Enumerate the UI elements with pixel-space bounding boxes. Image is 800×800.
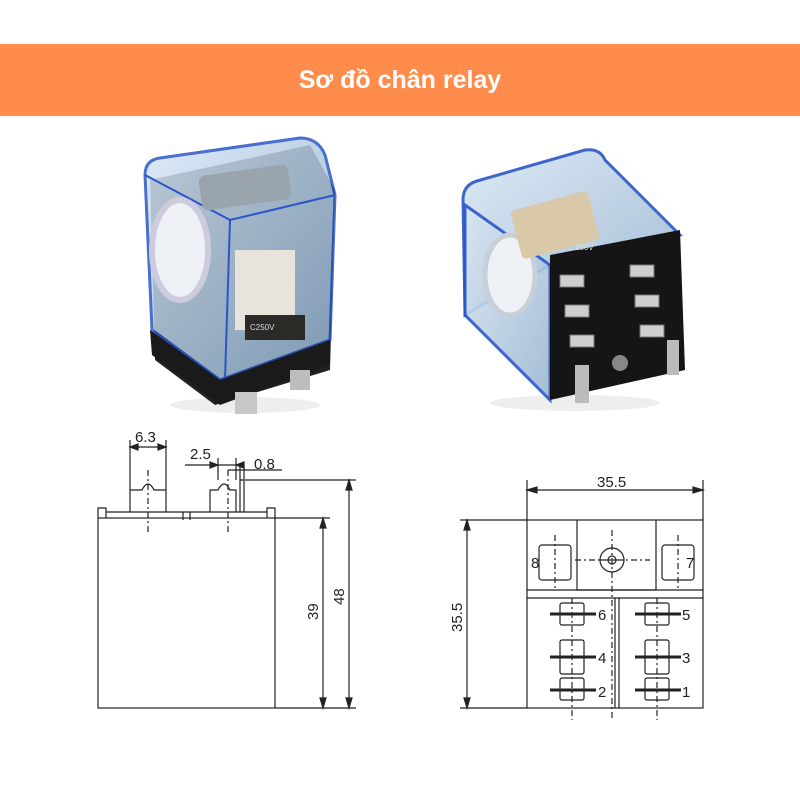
dim-width: 35.5 bbox=[597, 474, 626, 491]
relay-photo-back: 250V bbox=[461, 148, 685, 411]
dim-terminal-thickness: 0.8 bbox=[254, 456, 275, 473]
dim-terminal-width: 6.3 bbox=[135, 429, 156, 446]
pin-label: 1 bbox=[682, 684, 690, 701]
page-title: Sơ đồ chân relay bbox=[298, 65, 502, 94]
dim-body-height: 39 bbox=[305, 603, 322, 620]
pin-label: 4 bbox=[598, 650, 606, 667]
side-view-body bbox=[97, 517, 276, 709]
pin-label: 2 bbox=[598, 684, 606, 701]
dim-total-height: 48 bbox=[331, 588, 348, 605]
pin-label: 5 bbox=[682, 607, 690, 624]
pin-label: 3 bbox=[682, 650, 690, 667]
relay-photo-front: C250V bbox=[143, 136, 337, 414]
dim-height: 35.5 bbox=[449, 603, 466, 632]
pin-label: 7 bbox=[686, 555, 694, 572]
pin-label: 6 bbox=[598, 607, 606, 624]
header-banner: Sơ đồ chân relay bbox=[0, 44, 800, 116]
relay-back-label: 250V bbox=[575, 243, 594, 252]
pin-label: 8 bbox=[531, 555, 539, 572]
dim-terminal-pitch: 2.5 bbox=[190, 446, 211, 463]
relay-front-label: C250V bbox=[250, 323, 275, 332]
